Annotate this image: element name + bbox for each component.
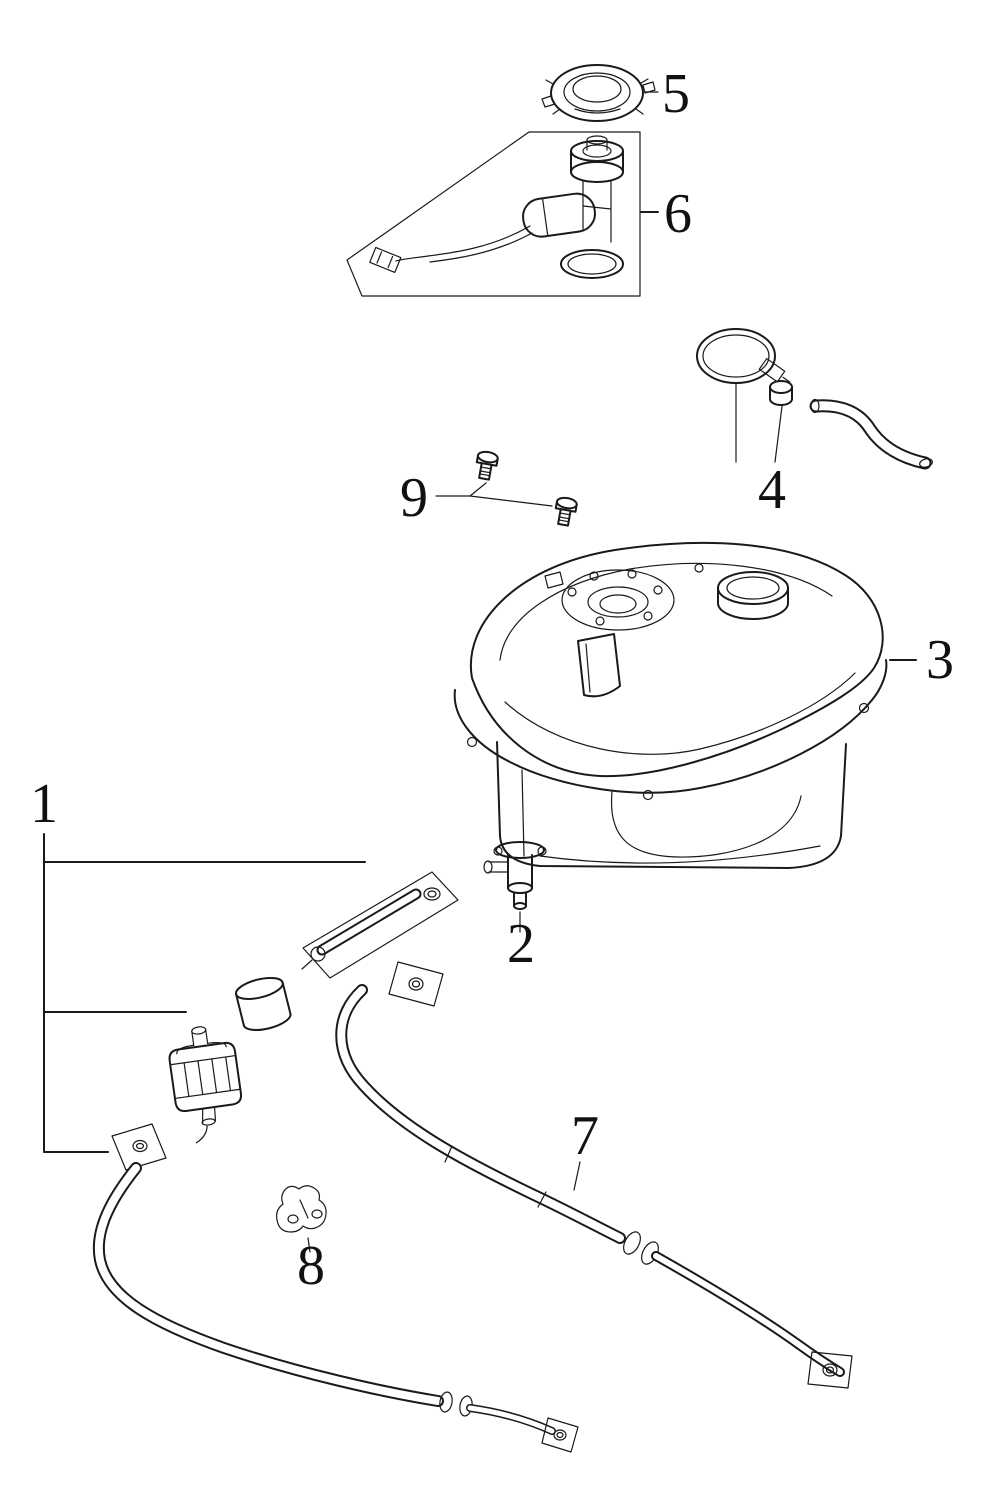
bolt-b	[554, 496, 578, 527]
part-4-clamp-and-hose: 4	[696, 328, 933, 521]
callout-8: 8	[297, 1235, 325, 1297]
callout-5: 5	[662, 63, 690, 125]
callout-1: 1	[30, 773, 58, 835]
tank-top-shell	[469, 541, 884, 778]
rubber-sleeve	[234, 976, 292, 1031]
callout-4: 4	[758, 459, 786, 521]
part-3-fuel-tank: 3	[453, 541, 954, 869]
callout-9: 9	[400, 467, 428, 529]
part-1-filter-and-line-group: 1	[30, 773, 579, 1453]
callout-7: 7	[571, 1105, 599, 1167]
part-6-fuel-pump-unit: 6	[346, 131, 692, 297]
part-7-fuel-hose: 7	[335, 961, 853, 1389]
part-2-fuel-cock: 2	[483, 841, 547, 975]
wire-connector	[369, 246, 402, 274]
part-5-filler-cap: 5	[541, 63, 690, 125]
tank-lower-body	[496, 741, 847, 869]
leader-line-7	[573, 1161, 581, 1191]
tank-seam-flange	[453, 659, 888, 794]
pump-gasket	[560, 249, 624, 279]
fuel-line-assembly-lower	[92, 1123, 579, 1453]
hose-clamp-ring	[696, 328, 776, 384]
part-9-bolts: 9	[400, 450, 578, 529]
leader-line-8	[307, 1237, 311, 1253]
pump-mount-flange	[561, 569, 675, 631]
callout-3: 3	[926, 629, 954, 691]
leader-bracket-1	[43, 833, 366, 1153]
leader-line-9	[435, 482, 553, 507]
bracket-plate-and-hose	[301, 871, 459, 979]
callout-6: 6	[664, 183, 692, 245]
callout-2: 2	[507, 913, 535, 975]
fuel-filter	[168, 1026, 243, 1144]
detail-box	[346, 131, 641, 297]
leader-line-4	[735, 383, 783, 463]
part-8-hose-clamp: 8	[276, 1185, 327, 1297]
bolt-a	[475, 450, 499, 481]
